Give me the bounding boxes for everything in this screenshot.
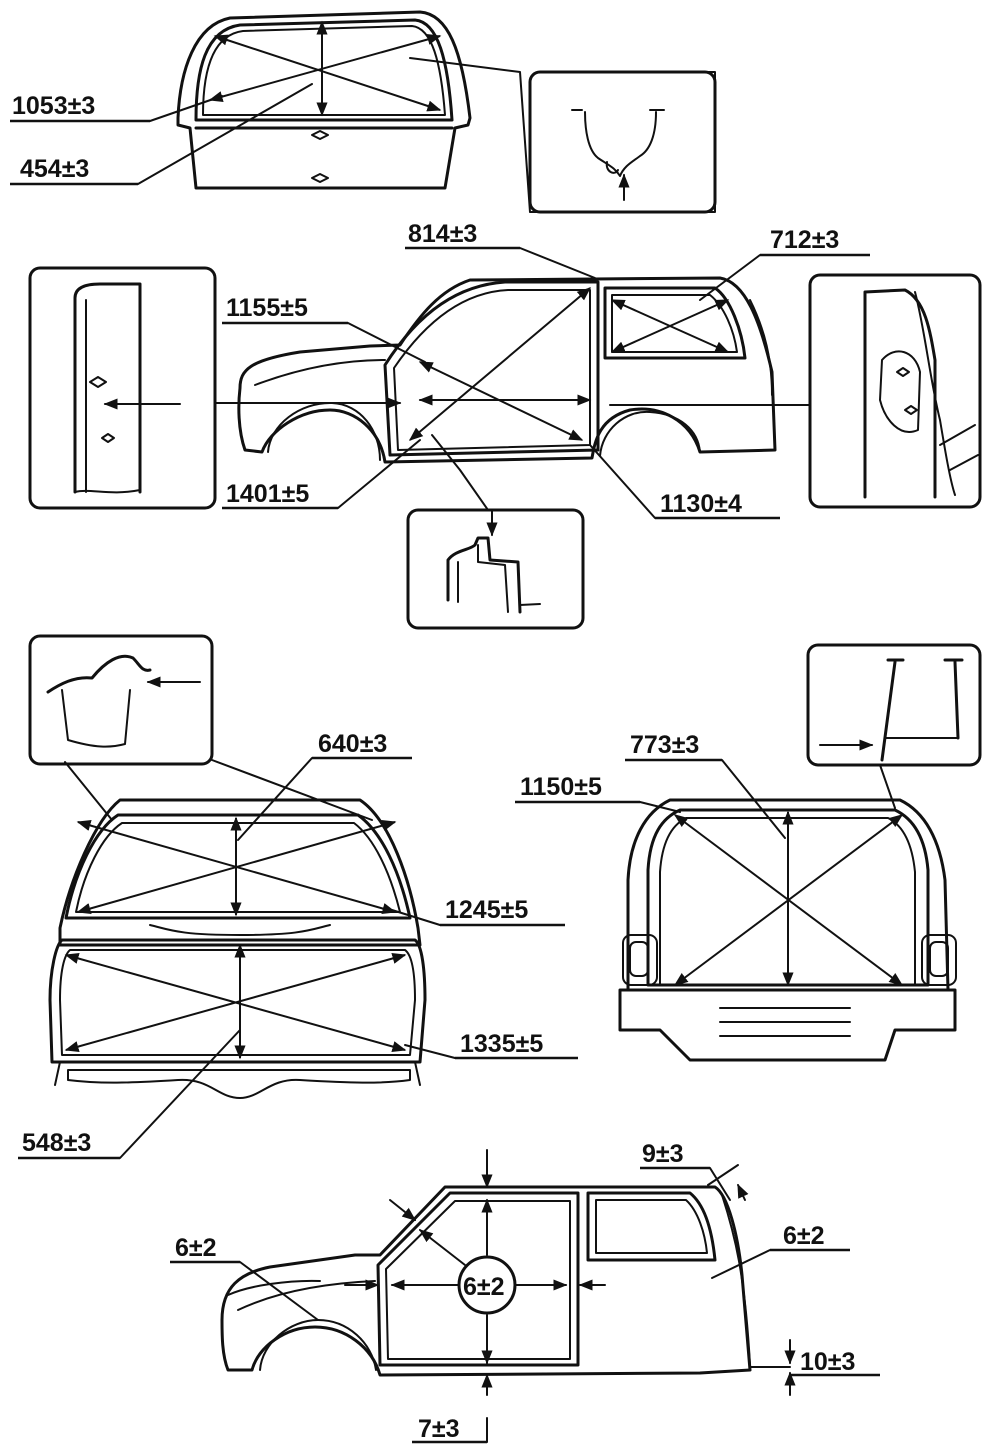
front-view-body — [48, 798, 427, 1099]
leader-rear-window: 712±3 — [699, 226, 870, 301]
label-lower-front-height: 548±3 — [22, 1129, 91, 1157]
label-glass-top-height: 454±3 — [20, 155, 89, 183]
leader-door-diag-c: 1401±5 — [222, 439, 421, 510]
leader-rear-opening-diag: 1150±5 — [515, 773, 681, 813]
leader-gap-sill: 7±3 — [412, 1415, 488, 1444]
label-gap-roof: 9±3 — [642, 1140, 684, 1168]
leader-door-diag-a: 814±3 — [405, 220, 596, 279]
label-windshield-height: 640±3 — [318, 730, 387, 758]
leader-gap-rear-bottom: 10±3 — [790, 1348, 880, 1377]
leader-rear-opening-height: 773±3 — [625, 731, 786, 839]
label-door-diag-c: 1401±5 — [226, 480, 309, 508]
leader-windshield-height: 640±3 — [237, 730, 412, 841]
leader-gap-rear-pillar: 6±2 — [711, 1222, 850, 1279]
label-gap-front-pillar: 6±2 — [175, 1234, 217, 1262]
leader-gap-front-pillar: 6±2 — [170, 1234, 319, 1321]
label-gap-rear-bottom: 10±3 — [800, 1348, 855, 1376]
label-door-diag-d: 1130±4 — [660, 490, 742, 518]
label-gap-sill: 7±3 — [418, 1415, 460, 1443]
label-glass-top-width: 1053±3 — [12, 92, 95, 120]
rear-view-body — [618, 798, 957, 1062]
label-gap-door: 6±2 — [463, 1273, 505, 1301]
label-lower-front-diag: 1335±5 — [460, 1030, 543, 1058]
inset-front-section — [28, 634, 373, 821]
label-rear-opening-diag: 1150±5 — [520, 773, 602, 801]
gap-view-body: 6±2 — [220, 1149, 796, 1396]
side-view-body — [179, 276, 882, 464]
leader-lower-front-diag: 1335±5 — [404, 1030, 578, 1060]
inset-sill-section — [406, 434, 585, 630]
leader-lower-front-height: 548±3 — [18, 1029, 241, 1160]
tailgate-glass-panel — [176, 10, 472, 190]
leader-windshield-diag: 1245±5 — [391, 896, 565, 927]
leader-door-diag-d: 1130±4 — [589, 444, 780, 520]
leader-door-diag-b: 1155±5 — [222, 294, 426, 363]
label-windshield-diag: 1245±5 — [445, 896, 528, 924]
leader-gap-roof: 9±3 — [640, 1140, 731, 1201]
label-rear-window: 712±3 — [770, 226, 839, 254]
inset-front-pillar — [28, 266, 217, 510]
label-door-diag-a: 814±3 — [408, 220, 477, 248]
leader-glass-top-height: 454±3 — [10, 83, 313, 186]
inset-rear-pillar — [808, 273, 982, 509]
label-door-diag-b: 1155±5 — [226, 294, 308, 322]
label-gap-rear-pillar: 6±2 — [783, 1222, 825, 1250]
leader-glass-top-width: 1053±3 — [10, 92, 223, 123]
inset-rear-section — [806, 643, 982, 809]
label-rear-opening-height: 773±3 — [630, 731, 699, 759]
inset-glass-section — [528, 70, 717, 214]
